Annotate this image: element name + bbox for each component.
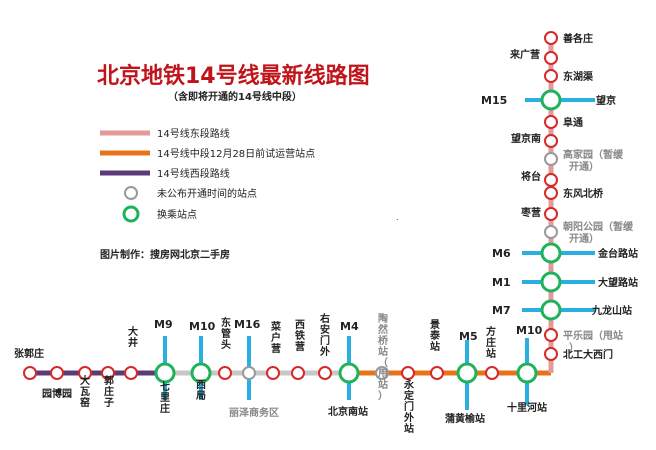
station-marker [124,366,138,380]
station-marker [401,366,415,380]
transfer-station-marker [456,362,478,384]
station-11-label: 金台路站 [597,247,638,260]
station-23-label: 右安门外 [319,312,330,358]
legend-west-label: 14号线西段路线 [157,167,230,180]
legend-pending-label: 未公布开通时间的站点 [157,187,257,200]
transfer-station-marker [540,242,562,264]
station-marker [544,134,558,148]
station-marker [544,69,558,83]
transfer-line-labels: M15 M6 M1 M7 M10 M9 M10 M16 M4 M5 [154,94,543,343]
label-m1: M1 [492,276,511,289]
station-33-label: 园博园 [42,387,72,400]
station-15-label: 北工大西门 [563,348,613,361]
station-marker [430,366,444,380]
station-marker [218,366,232,380]
station-5-label: 望京南 [511,132,541,145]
station-30-label: 大井 [128,325,138,349]
station-marker [544,31,558,45]
map-title: 北京地铁14号线最新线路图 [97,63,370,89]
station-31-label: 郭庄子 [104,374,114,409]
station-7-label: 将台 [521,170,541,183]
transfer-station-marker [516,362,538,384]
station-24-label: 西铁营 [295,319,305,353]
transfer-station-marker [190,362,212,384]
station-3-label: 望京 [596,94,616,107]
label-m16: M16 [234,318,261,331]
station-12-label: 大望路站 [598,276,638,289]
station-8-label: 东风北桥 [563,187,604,200]
legend-transfer-station-icon [122,205,140,223]
label-m6: M6 [492,247,511,260]
station-marker [544,186,558,200]
station-marker [544,51,558,65]
station-17-label: 方庄站 [486,325,496,360]
label-m9: M9 [154,318,173,331]
station-marker [544,328,558,342]
legend-pending-station-icon [124,186,138,200]
station-marker [544,347,558,361]
legend-east-label: 14号线东段路线 [157,127,230,140]
credit-text: 图片制作：搜房网北京二手房 [100,248,230,261]
station-marker [101,366,115,380]
station-21-label: 陶然桥站（甩站） [377,312,389,402]
station-6-label: 高家园（暂缓开通） [563,148,624,173]
pending-station-marker [544,225,558,239]
map-subtitle: （含即将开通的14号线中段） [168,90,302,103]
label-m10-west: M10 [189,320,216,333]
station-32-label: 大瓦窑 [80,374,90,409]
station-13-label: 九龙山站 [591,304,632,317]
station-marker [544,115,558,129]
station-19-label: 景泰站 [429,319,441,353]
station-marker [50,366,64,380]
station-28-label: 西局 [195,379,206,402]
pending-station-marker [242,366,256,380]
legend-transfer-label: 换乘站点 [157,208,197,221]
label-m4: M4 [340,320,359,333]
station-marker [544,207,558,221]
station-9-label: 枣营 [520,206,541,219]
pending-station-marker [375,366,389,380]
transfer-station-marker [540,299,562,321]
transfer-station-marker [540,271,562,293]
transfer-station-marker [540,89,562,111]
transfer-station-marker [338,362,360,384]
pending-station-marker [544,152,558,166]
station-14-label: 平乐园（甩站） [563,329,623,354]
station-0-label: 善各庄 [563,32,593,45]
station-29-label: 七里庄 [160,380,170,415]
station-4-label: 阜通 [563,116,583,129]
station-34-label: 张郭庄 [14,347,44,360]
station-marker [291,366,305,380]
station-1-label: 来广营 [509,48,540,61]
label-m7: M7 [492,304,511,317]
label-m5: M5 [459,330,478,343]
station-marker [78,366,92,380]
dot-mark: . [396,213,399,222]
station-26-label: 丽泽商务区 [229,406,279,419]
label-m10-east: M10 [516,324,543,337]
station-22-label: 北京南站 [328,405,368,418]
station-16-label: 十里河站 [507,401,547,414]
station-marker [23,366,37,380]
transfer-station-marker [154,362,176,384]
station-10-label: 朝阳公园（暂缓开通） [563,220,634,245]
station-marker [485,366,499,380]
station-2-label: 东湖渠 [563,70,594,83]
legend-middle-label: 14号线中段12月28日前试运营站点 [157,147,315,160]
station-27-label: 东管头 [221,316,231,351]
station-marker [544,173,558,187]
station-20-label: 永定门外站 [403,378,415,435]
legend: 14号线东段路线 14号线中段12月28日前试运营站点 14号线西段路线 未公布… [100,127,315,223]
station-18-label: 蒲黄榆站 [445,412,485,425]
station-marker [266,366,280,380]
label-m15: M15 [481,94,507,107]
station-25-label: 菜户营 [270,320,282,355]
station-marker [318,366,332,380]
